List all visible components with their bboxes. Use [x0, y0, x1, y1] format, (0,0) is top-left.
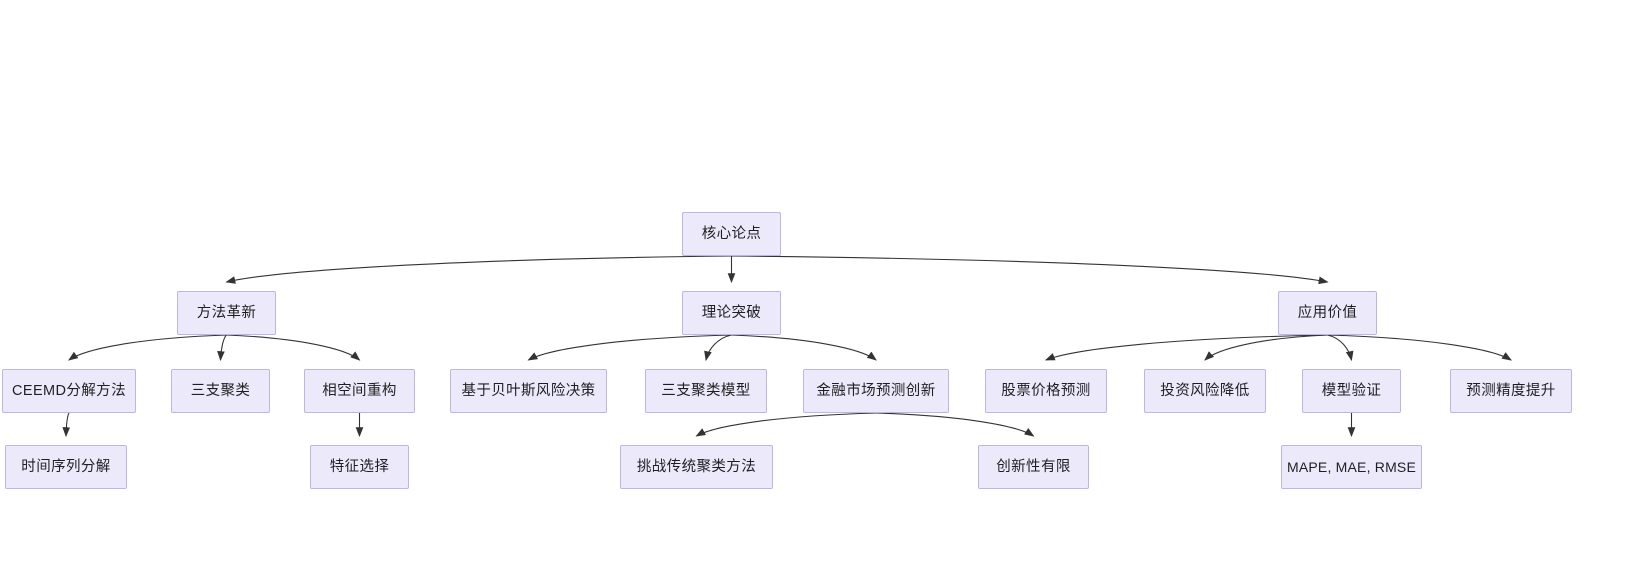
- node-label: 三支聚类模型: [661, 382, 751, 399]
- node-l2f[interactable]: 金融市场预测创新: [803, 369, 949, 413]
- node-l2a[interactable]: CEEMD分解方法: [2, 369, 136, 413]
- node-l3c[interactable]: 挑战传统聚类方法: [620, 445, 773, 489]
- node-l2b[interactable]: 三支聚类: [171, 369, 270, 413]
- node-l2h[interactable]: 投资风险降低: [1144, 369, 1266, 413]
- node-label: 相空间重构: [322, 382, 397, 399]
- edge-l1a-to-l2c: [226, 334, 361, 361]
- node-l3d[interactable]: 创新性有限: [978, 445, 1089, 489]
- node-label: 基于贝叶斯风险决策: [461, 382, 596, 399]
- edge-l1c-to-l2j: [1327, 334, 1512, 361]
- edge-l1b-to-l2d: [527, 334, 732, 361]
- edge-l1c-to-l2h: [1204, 334, 1328, 361]
- node-label: 挑战传统聚类方法: [636, 458, 757, 475]
- edge-l2f-to-l3c: [695, 412, 877, 437]
- node-l2e[interactable]: 三支聚类模型: [645, 369, 767, 413]
- node-l2j[interactable]: 预测精度提升: [1450, 369, 1572, 413]
- node-label: 时间序列分解: [21, 458, 111, 475]
- node-label: 预测精度提升: [1466, 382, 1556, 399]
- edge-l1b-to-l2f: [731, 334, 877, 361]
- edge-group: [62, 255, 1512, 438]
- node-label: 核心论点: [701, 225, 762, 242]
- node-label: 三支聚类: [190, 382, 251, 399]
- node-l2c[interactable]: 相空间重构: [304, 369, 415, 413]
- node-label: 方法革新: [196, 304, 257, 321]
- node-label: 应用价值: [1297, 304, 1358, 321]
- node-l2i[interactable]: 模型验证: [1302, 369, 1401, 413]
- node-label: 投资风险降低: [1160, 382, 1250, 399]
- node-l1a[interactable]: 方法革新: [177, 291, 276, 335]
- node-l2g[interactable]: 股票价格预测: [985, 369, 1107, 413]
- node-label: 模型验证: [1321, 382, 1382, 399]
- edge-l2f-to-l3d: [875, 412, 1035, 437]
- node-label: 理论突破: [701, 304, 762, 321]
- node-l1b[interactable]: 理论突破: [682, 291, 781, 335]
- node-label: 股票价格预测: [1001, 382, 1091, 399]
- node-l3a[interactable]: 时间序列分解: [5, 445, 127, 489]
- node-label: 创新性有限: [996, 458, 1071, 475]
- node-l3e[interactable]: MAPE, MAE, RMSE: [1281, 445, 1422, 489]
- edge-l1c-to-l2i: [1327, 334, 1354, 362]
- node-label: 金融市场预测创新: [816, 382, 936, 399]
- edge-l1a-to-l2a: [68, 334, 227, 361]
- node-label: CEEMD分解方法: [12, 382, 126, 399]
- node-label: 特征选择: [329, 458, 390, 475]
- edge-l1b-to-l2e: [704, 334, 732, 362]
- node-l1c[interactable]: 应用价值: [1278, 291, 1377, 335]
- node-l2d[interactable]: 基于贝叶斯风险决策: [450, 369, 607, 413]
- edge-root-to-l1a: [225, 255, 732, 284]
- edge-l1a-to-l2b: [217, 334, 227, 362]
- node-root[interactable]: 核心论点: [682, 212, 781, 256]
- edge-l2a-to-l3a: [62, 412, 71, 438]
- node-label: MAPE, MAE, RMSE: [1286, 459, 1417, 475]
- node-l3b[interactable]: 特征选择: [310, 445, 409, 489]
- edge-root-to-l1c: [731, 255, 1329, 285]
- edge-l1c-to-l2g: [1044, 334, 1328, 361]
